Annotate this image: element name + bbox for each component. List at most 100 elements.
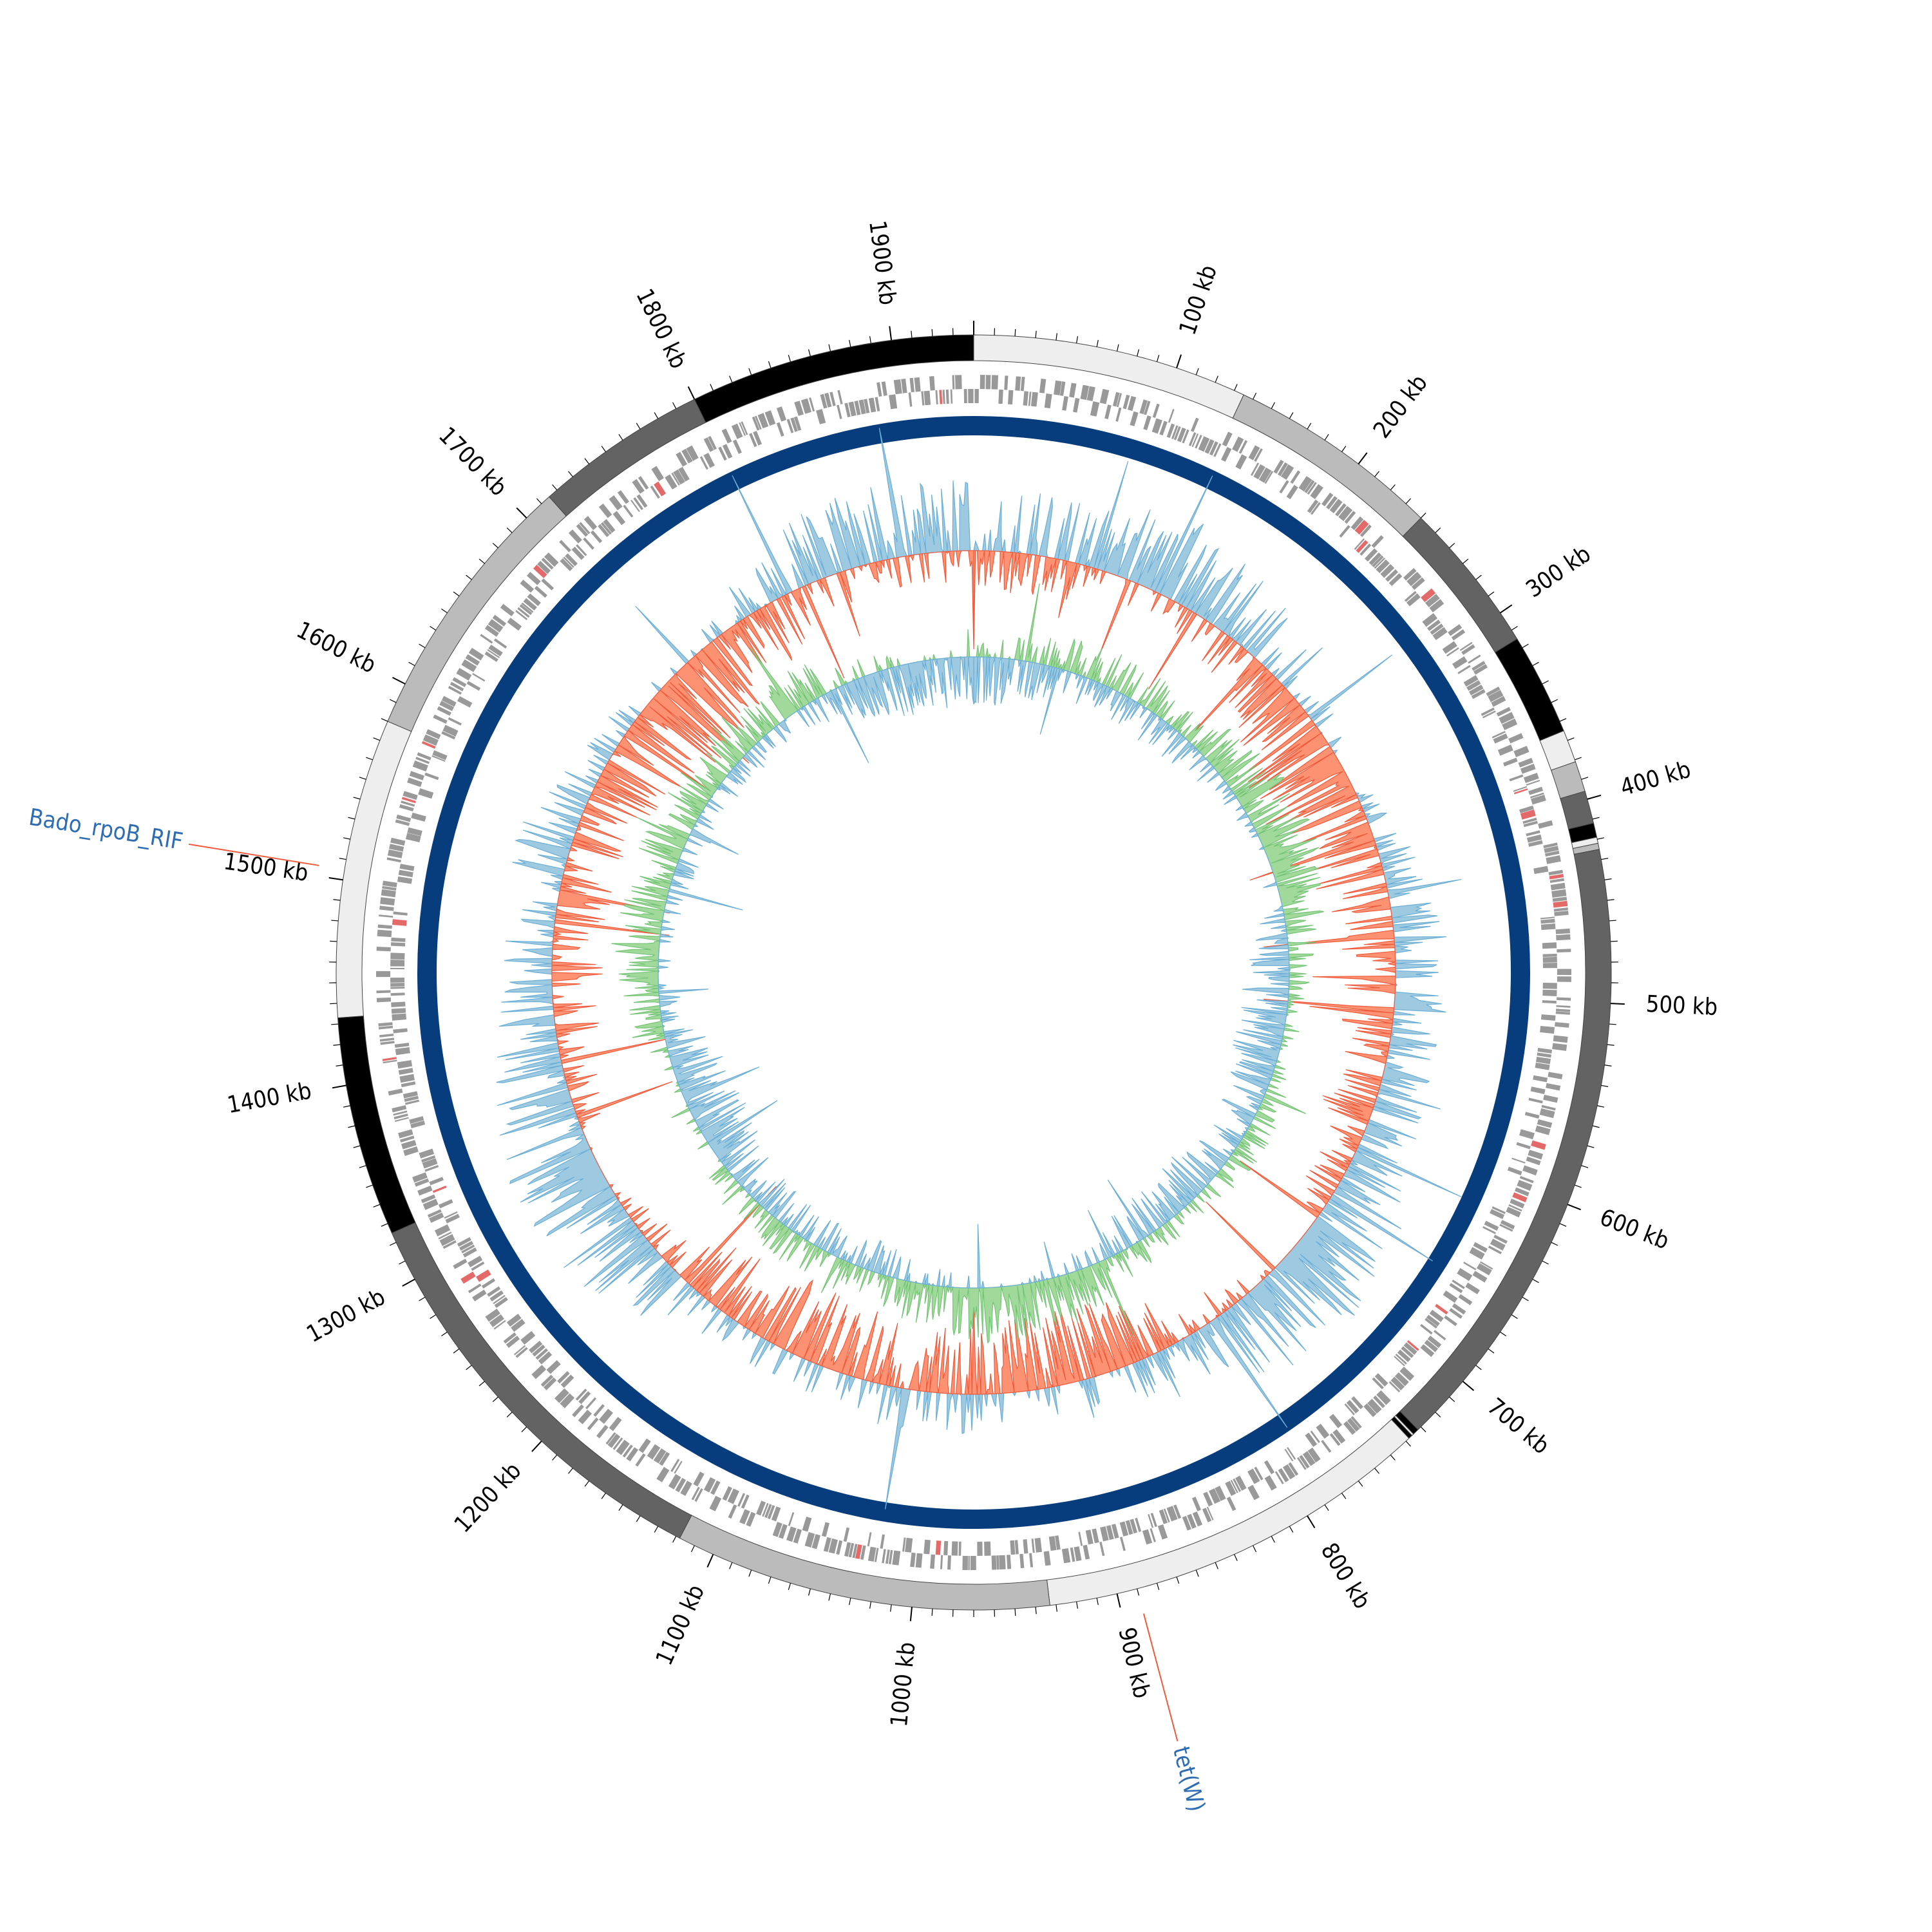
gene-feature <box>1519 1176 1534 1184</box>
gene-feature <box>860 1545 866 1560</box>
gene-feature <box>1457 665 1471 674</box>
gene-feature <box>762 1502 769 1517</box>
gene-feature <box>612 511 626 526</box>
gene-feature <box>1127 395 1137 412</box>
gene-feature <box>1010 1540 1016 1555</box>
gene-feature <box>837 390 843 404</box>
gene-feature <box>1305 1432 1318 1447</box>
minor-tick <box>1435 1412 1441 1417</box>
gene-feature <box>1515 1187 1530 1197</box>
gene-feature <box>1452 1303 1466 1315</box>
gene-feature <box>1073 397 1080 413</box>
gene-feature <box>1472 661 1486 671</box>
minor-tick <box>348 817 355 820</box>
gene-feature <box>732 439 742 454</box>
gene-feature <box>457 1236 471 1247</box>
gene-feature <box>431 755 446 762</box>
gene-feature <box>939 390 943 404</box>
tick-label: 100 kb <box>1175 262 1222 339</box>
minor-tick <box>359 1165 366 1168</box>
minor-tick <box>1234 1554 1238 1561</box>
gene-feature <box>493 1320 506 1330</box>
backbone-ring <box>417 416 1530 1529</box>
gene-feature <box>376 971 391 978</box>
gene-feature <box>844 1542 851 1557</box>
minor-tick <box>1551 1242 1558 1246</box>
gene-feature <box>398 1129 413 1139</box>
gene-feature <box>396 814 412 822</box>
gene-feature <box>407 827 422 837</box>
major-tick <box>1587 794 1602 800</box>
gene-feature <box>444 1211 458 1219</box>
gene-feature <box>914 377 921 392</box>
gene-feature <box>1397 1349 1411 1363</box>
minor-tick <box>1601 1084 1609 1087</box>
gene-feature <box>1461 644 1475 655</box>
gene-feature <box>382 1057 397 1061</box>
gene-feature <box>776 406 786 422</box>
gene-feature <box>412 760 428 772</box>
gene-feature <box>1350 516 1364 531</box>
gene-feature <box>590 530 603 544</box>
gene-feature <box>686 445 699 461</box>
gene-feature <box>439 1234 455 1246</box>
gene-feature <box>1466 680 1481 691</box>
minor-tick <box>1056 1604 1057 1612</box>
minor-tick <box>1532 661 1539 667</box>
gene-feature <box>418 788 434 799</box>
major-tick <box>516 507 527 519</box>
gene-feature <box>809 397 815 412</box>
gene-feature <box>1422 612 1438 627</box>
gene-feature <box>529 1340 543 1354</box>
gene-feature <box>771 1506 781 1522</box>
gene-feature <box>885 1549 890 1564</box>
gene-feature <box>1528 1097 1543 1104</box>
gene-feature <box>1253 464 1265 480</box>
gene-feature <box>1380 564 1395 578</box>
minor-tick <box>1390 484 1396 491</box>
gene-feature <box>1354 538 1365 550</box>
gene-feature <box>1491 696 1506 707</box>
gene-feature <box>790 417 799 432</box>
gene-feature <box>875 397 880 412</box>
gene-feature <box>1528 786 1544 795</box>
gene-feature <box>1542 1000 1557 1004</box>
gene-feature <box>1555 1022 1569 1028</box>
major-tick <box>402 1278 415 1287</box>
gene-feature <box>794 401 804 416</box>
gene-feature <box>1513 786 1528 792</box>
gene-feature <box>1278 1468 1289 1482</box>
gene-feature <box>1537 1052 1551 1058</box>
gene-feature <box>921 391 925 406</box>
gene-feature <box>1548 869 1564 876</box>
minor-tick <box>441 608 448 614</box>
gene-feature <box>1235 454 1247 469</box>
minor-tick <box>430 626 437 630</box>
gene-feature <box>382 880 397 887</box>
gene-feature <box>472 1289 487 1302</box>
gene-feature <box>460 1271 476 1284</box>
gene-feature <box>1388 573 1403 586</box>
gene-feature <box>1055 1535 1061 1550</box>
gene-feature <box>764 410 776 426</box>
gene-feature <box>489 1314 504 1327</box>
gene-feature <box>1085 1530 1094 1545</box>
gene-feature <box>379 1033 394 1037</box>
gene-feature <box>572 1404 584 1417</box>
minor-tick <box>1597 1105 1605 1108</box>
gene-feature <box>741 1494 750 1509</box>
gene-feature <box>457 696 473 708</box>
gene-feature <box>731 423 743 439</box>
gene-feature <box>422 1158 438 1169</box>
gene-feature <box>622 1444 633 1458</box>
minor-tick <box>869 1601 871 1609</box>
gene-feature <box>943 1540 949 1556</box>
gene-feature <box>1486 687 1501 697</box>
gene-feature <box>1225 1481 1236 1496</box>
gene-feature <box>1401 1346 1414 1358</box>
minor-tick <box>768 1577 772 1584</box>
gene-feature <box>772 1522 782 1537</box>
gene-feature <box>1222 431 1233 447</box>
gene-feature <box>1159 1509 1168 1524</box>
gene-feature <box>1540 918 1555 924</box>
